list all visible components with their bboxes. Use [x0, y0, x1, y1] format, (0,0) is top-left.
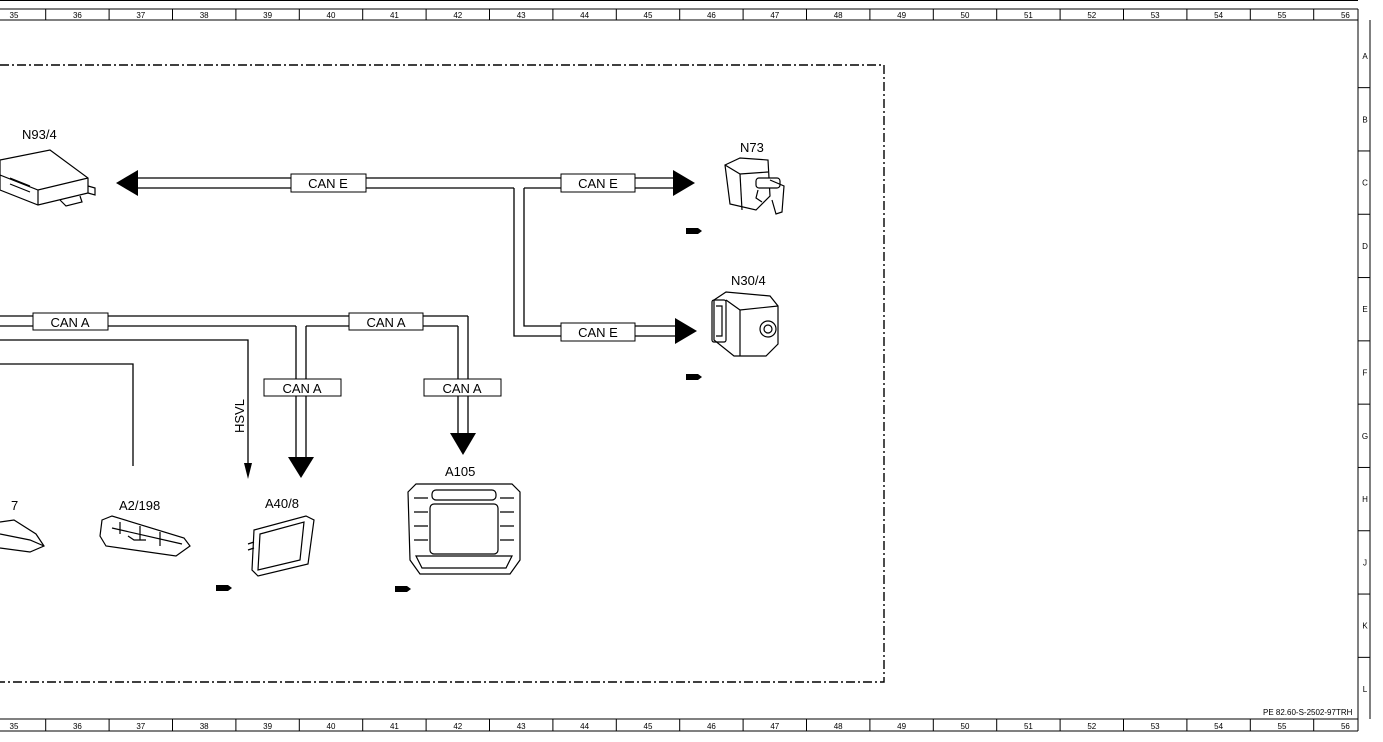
- column-number-bottom: 46: [707, 722, 716, 731]
- column-number-bottom: 56: [1341, 722, 1350, 731]
- can-e-label-1: CAN E: [308, 176, 348, 191]
- column-number-bottom: 51: [1024, 722, 1033, 731]
- hsvl-wire: [0, 339, 249, 466]
- column-number-bottom: 54: [1214, 722, 1223, 731]
- can-e-label-2: CAN E: [578, 176, 618, 191]
- bottom-column-ruler: [0, 718, 1358, 732]
- column-number-top: 55: [1278, 11, 1287, 20]
- arrow-to-n30-4: [675, 318, 697, 344]
- column-number-bottom: 42: [453, 722, 462, 731]
- column-number-bottom: 43: [517, 722, 526, 731]
- a2-198-label: A2/198: [119, 498, 160, 513]
- column-number-top: 47: [770, 11, 779, 20]
- can-e-label-3: CAN E: [578, 325, 618, 340]
- column-number-top: 56: [1341, 11, 1350, 20]
- column-number-top: 51: [1024, 11, 1033, 20]
- arrow-to-a105: [450, 433, 476, 455]
- column-number-bottom: 49: [897, 722, 906, 731]
- column-number-top: 54: [1214, 11, 1223, 20]
- can-a-label-2: CAN A: [366, 315, 405, 330]
- column-number-top: 36: [73, 11, 82, 20]
- n30-4-module-icon: [711, 291, 779, 357]
- row-letter: B: [1362, 115, 1367, 124]
- partial-component-icon: [0, 519, 45, 553]
- column-number-bottom: 35: [10, 722, 19, 731]
- arrow-to-n93-4: [116, 170, 138, 196]
- column-number-bottom: 38: [200, 722, 209, 731]
- top-column-ruler: [0, 0, 1358, 21]
- arrow-to-a40-8-hsvl: [244, 463, 252, 479]
- n73-label: N73: [740, 140, 764, 155]
- column-number-top: 39: [263, 11, 272, 20]
- column-number-bottom: 40: [327, 722, 336, 731]
- n93-4-control-unit-icon: [0, 149, 96, 207]
- partial-component-label: 7: [11, 498, 18, 513]
- row-letter: F: [1363, 369, 1368, 378]
- column-number-top: 52: [1087, 11, 1096, 20]
- column-number-top: 45: [644, 11, 653, 20]
- a105-control-panel-icon: [407, 483, 521, 575]
- column-number-top: 38: [200, 11, 209, 20]
- reference-hand-icon: [216, 228, 702, 592]
- column-number-top: 44: [580, 11, 589, 20]
- column-number-bottom: 48: [834, 722, 843, 731]
- column-number-top: 42: [453, 11, 462, 20]
- column-number-bottom: 47: [770, 722, 779, 731]
- a2-198-module-icon: [99, 515, 191, 557]
- row-letter: H: [1362, 495, 1368, 504]
- row-letter: E: [1362, 305, 1367, 314]
- column-number-top: 41: [390, 11, 399, 20]
- column-number-bottom: 50: [961, 722, 970, 731]
- column-number-top: 49: [897, 11, 906, 20]
- can-a-label-1: CAN A: [50, 315, 89, 330]
- column-number-bottom: 52: [1087, 722, 1096, 731]
- column-number-bottom: 53: [1151, 722, 1160, 731]
- n93-4-label: N93/4: [22, 127, 57, 142]
- drawing-number: PE 82.60-S-2502-97TRH: [1263, 708, 1353, 717]
- column-number-top: 50: [961, 11, 970, 20]
- a105-label: A105: [445, 464, 475, 479]
- column-number-top: 46: [707, 11, 716, 20]
- column-number-bottom: 41: [390, 722, 399, 731]
- can-a-bus: [0, 315, 469, 458]
- column-number-top: 48: [834, 11, 843, 20]
- row-letter: D: [1362, 242, 1368, 251]
- row-letter: J: [1363, 558, 1367, 567]
- column-number-bottom: 36: [73, 722, 82, 731]
- can-e-bus: [136, 177, 675, 337]
- right-row-ruler: [1357, 9, 1371, 731]
- a40-8-label: A40/8: [265, 496, 299, 511]
- column-number-bottom: 37: [136, 722, 145, 731]
- column-number-bottom: 39: [263, 722, 272, 731]
- row-letter: K: [1362, 622, 1368, 631]
- n30-4-label: N30/4: [731, 273, 766, 288]
- a2-198-wire: [0, 363, 134, 466]
- column-number-top: 35: [10, 11, 19, 20]
- column-number-top: 43: [517, 11, 526, 20]
- arrow-to-n73: [673, 170, 695, 196]
- can-a-label-3: CAN A: [282, 381, 321, 396]
- row-letter: C: [1362, 179, 1368, 188]
- row-letter: A: [1362, 52, 1368, 61]
- hsvl-label: HSVL: [232, 399, 247, 433]
- row-letter: G: [1362, 432, 1368, 441]
- a40-8-display-icon: [247, 515, 315, 577]
- column-number-top: 40: [327, 11, 336, 20]
- arrow-to-a40-8: [288, 457, 314, 478]
- column-number-top: 53: [1151, 11, 1160, 20]
- can-a-label-4: CAN A: [442, 381, 481, 396]
- column-number-top: 37: [136, 11, 145, 20]
- n73-ignition-switch-icon: [724, 157, 785, 215]
- column-number-bottom: 45: [644, 722, 653, 731]
- row-letter: L: [1363, 685, 1368, 694]
- column-number-bottom: 44: [580, 722, 589, 731]
- module-boundary: [0, 64, 885, 683]
- column-number-bottom: 55: [1278, 722, 1287, 731]
